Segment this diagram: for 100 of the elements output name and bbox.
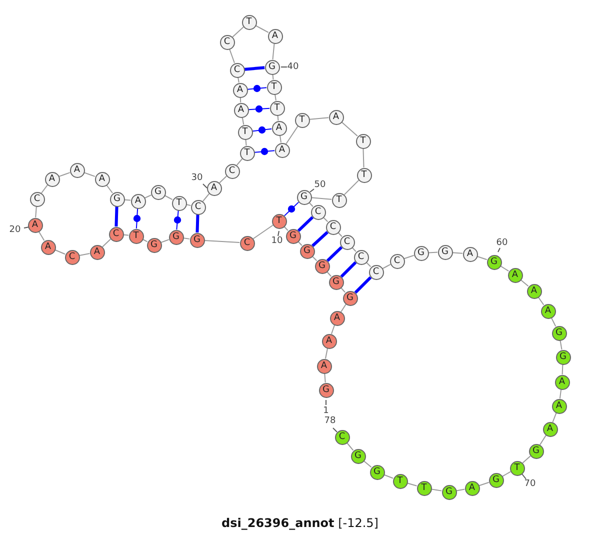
nucleotide-circle: T	[294, 112, 310, 128]
nucleotide-circle: G	[528, 444, 544, 458]
backbone-line	[324, 348, 328, 360]
nucleotide-circle: G	[414, 246, 428, 260]
nucleotide-circle: G	[442, 484, 456, 500]
backbone-line	[160, 239, 170, 243]
backbone-line	[406, 482, 418, 486]
backbone-line	[255, 25, 269, 33]
nucleotide-circle: G	[168, 230, 184, 244]
nucleotide-circle: A	[28, 218, 42, 232]
nucleotide-circle: A	[542, 422, 558, 436]
nucleotide-circle: G	[190, 232, 204, 248]
backbone-line	[245, 138, 247, 146]
base-pair-line	[248, 108, 270, 110]
nucleotide-circle: G	[488, 472, 504, 488]
nucleotide-circle: G	[328, 274, 344, 290]
nucleotide-circle: G	[300, 244, 314, 258]
nucleotide-circle: T	[242, 14, 256, 30]
nucleotide-circle: G	[438, 244, 452, 260]
nucleotide-circle: T	[270, 100, 284, 116]
base-pair-line	[312, 230, 328, 248]
backbone-line	[522, 456, 531, 464]
diagram-title: dsi_26396_annot [-12.5]	[220, 516, 380, 530]
position-number: 20	[9, 225, 21, 235]
nucleotide-circle: C	[64, 250, 80, 264]
nucleotide-circle: A	[464, 480, 480, 496]
backbone-line	[500, 265, 510, 272]
nucleotide-circle: G	[110, 192, 124, 206]
nucleotide-circle: A	[94, 172, 110, 186]
backbone-line	[78, 252, 90, 256]
nucleotide-circle: G	[370, 464, 384, 480]
nucleotide-circle: A	[330, 310, 344, 326]
nucleotide-circle: G	[318, 382, 334, 398]
nucleotide-circle: A	[70, 162, 84, 178]
nucleotide-circle: A	[540, 304, 556, 318]
backbone-line	[341, 121, 358, 137]
backbone-line	[452, 252, 464, 254]
nucleotide-circle: T	[272, 214, 286, 228]
backbone-line	[232, 26, 244, 38]
nucleotide-circle: G	[556, 350, 570, 364]
backbone-line	[124, 199, 132, 201]
nucleotide-circle: A	[232, 82, 248, 98]
nucleotide-circle: T	[356, 168, 372, 182]
nucleotide-circle: T	[266, 80, 282, 94]
backbone-line	[538, 296, 544, 306]
nucleotide-circle: G	[146, 238, 162, 252]
backbone-line	[202, 193, 210, 202]
nucleotide-circle: T	[392, 474, 408, 488]
backbone-line	[122, 234, 130, 236]
base-pair-line	[114, 206, 118, 227]
nucleotide-circle: T	[356, 134, 370, 148]
backbone-line	[404, 254, 414, 260]
backbone-line	[242, 116, 244, 126]
nucleotide-circle: T	[416, 480, 432, 496]
nucleotide-circle: A	[462, 246, 478, 262]
base-pair-line	[354, 276, 372, 294]
nucleotide-circle: A	[268, 28, 282, 44]
nucleotide-circle: A	[274, 142, 290, 158]
backbone-line	[84, 172, 96, 177]
backbone-line	[280, 134, 282, 144]
nucleotide-circle: A	[552, 398, 566, 414]
backbone-line	[204, 240, 240, 244]
position-number: 70	[524, 479, 536, 489]
base-pair-line	[326, 246, 343, 262]
backbone-line	[38, 230, 45, 242]
backbone-line	[366, 262, 372, 268]
nucleotide-circle: T	[128, 228, 144, 244]
backbone-line	[550, 317, 556, 327]
backbone-line	[252, 224, 274, 240]
nucleotide-circle: A	[234, 102, 248, 118]
backbone-line	[286, 126, 298, 144]
position-number: 60	[496, 238, 508, 248]
nucleotide-circle: C	[334, 430, 350, 444]
backbone-line	[310, 197, 332, 200]
nucleotide-circle: G	[314, 258, 330, 274]
base-pair-line	[246, 87, 268, 90]
nucleotide-circle: A	[90, 244, 104, 260]
nucleotide-circle: G	[486, 254, 502, 270]
nucleotide-circle: A	[272, 120, 286, 136]
base-pair-line	[136, 208, 138, 229]
nucleotide-circle: C	[190, 200, 206, 214]
backbone-line	[476, 256, 488, 260]
backbone-line	[229, 48, 235, 64]
backbone-line	[240, 97, 242, 103]
position-number: 50	[314, 180, 326, 190]
base-pair-line	[252, 128, 272, 132]
backbone-line	[144, 194, 152, 198]
backbone-line	[308, 117, 330, 120]
base-pair-line	[340, 261, 357, 278]
backbone-line	[182, 238, 190, 240]
nucleotide-circle: G	[286, 228, 300, 244]
nucleotide-circle: T	[172, 196, 186, 210]
nucleotide-circle: C	[108, 226, 124, 242]
backbone-line	[502, 471, 511, 477]
backbone-line	[540, 434, 546, 446]
backbone-line	[41, 184, 48, 194]
backbone-line	[520, 279, 529, 287]
nucleotide-circle: A	[44, 172, 60, 186]
position-number: 40	[287, 62, 299, 72]
nucleotide-circle: C	[240, 236, 254, 250]
